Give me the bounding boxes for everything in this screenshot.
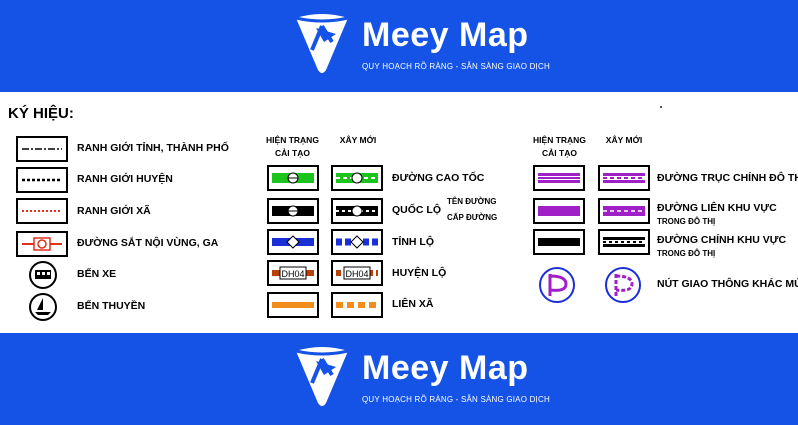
district-boundary-label: RANH GIỚI HUYỆN xyxy=(77,173,173,185)
bus-station-label: BẾN XE xyxy=(77,268,117,280)
brand-tagline: QUY HOẠCH RÕ RÀNG - SẴN SÀNG GIAO DỊCH xyxy=(362,62,550,71)
commune-boundary-symbol xyxy=(16,198,68,224)
commune-road-current-symbol xyxy=(267,292,319,318)
header-current-b-line2: CẢI TẠO xyxy=(542,148,577,158)
district-road-current-symbol: DH04 xyxy=(267,260,319,286)
district-road-new-code: DH04 xyxy=(345,269,368,279)
header-current-a-line1: HIỆN TRẠNG xyxy=(266,135,319,145)
railway-label: ĐƯỜNG SẮT NỘI VÙNG, GA xyxy=(77,237,219,249)
road-grade-note: CẤP ĐƯỜNG xyxy=(447,213,498,222)
provincial-road-new-symbol xyxy=(331,229,383,255)
brand-block: Meey Map QUY HOẠCH RÕ RÀNG - SẴN SÀNG GI… xyxy=(0,0,798,92)
province-boundary-label: RANH GIỚI TỈNH, THÀNH PHỐ xyxy=(77,142,229,154)
main-area-road-new-symbol xyxy=(598,229,650,255)
expressway-new-symbol xyxy=(331,165,383,191)
commune-boundary-label: RANH GIỚI XÃ xyxy=(77,205,151,217)
interchange-new-icon xyxy=(605,267,641,303)
inter-area-road-sub: TRONG ĐÔ THỊ xyxy=(657,217,716,226)
expressway-label: ĐƯỜNG CAO TỐC xyxy=(392,172,485,184)
brand-name: Meey Map xyxy=(362,16,529,54)
national-road-new-symbol xyxy=(331,198,383,224)
header-current-a: HIỆN TRẠNG CẢI TẠO xyxy=(265,134,320,160)
speck xyxy=(660,106,662,108)
header-current-b: HIỆN TRẠNG CẢI TẠO xyxy=(532,134,587,160)
boat-pier-label: BẾN THUYỀN xyxy=(77,300,146,312)
inter-area-road-current-symbol xyxy=(533,198,585,224)
header-current-a-line2: CẢI TẠO xyxy=(275,148,310,158)
header-current-b-line1: HIỆN TRẠNG xyxy=(533,135,586,145)
boat-pier-icon xyxy=(29,293,57,321)
brand-name-footer: Meey Map xyxy=(362,349,529,387)
provincial-road-current-symbol xyxy=(267,229,319,255)
brand-block-footer: Meey Map QUY HOẠCH RÕ RÀNG - SẴN SÀNG GI… xyxy=(0,333,798,425)
legend-title: KÝ HIỆU: xyxy=(8,105,74,122)
urban-main-axis-label: ĐƯỜNG TRỤC CHÍNH ĐÔ THỊ xyxy=(657,172,798,184)
header-new-a: XÂY MỚI xyxy=(339,135,377,145)
urban-main-axis-new-symbol xyxy=(598,165,650,191)
district-road-new-symbol: DH04 xyxy=(331,260,383,286)
district-road-label: HUYỆN LỘ xyxy=(392,267,447,279)
interchange-current-icon xyxy=(539,267,575,303)
main-area-road-label: ĐƯỜNG CHÍNH KHU VỰC xyxy=(657,234,787,246)
commune-road-new-symbol xyxy=(331,292,383,318)
commune-road-label: LIÊN XÃ xyxy=(392,298,434,310)
bus-station-icon xyxy=(29,261,57,289)
meey-logo-icon xyxy=(295,347,349,406)
inter-area-road-label: ĐƯỜNG LIÊN KHU VỰC xyxy=(657,202,777,214)
interchange-label: NÚT GIAO THÔNG KHÁC MỨC xyxy=(657,278,798,290)
expressway-current-symbol xyxy=(267,165,319,191)
district-road-current-code: DH04 xyxy=(281,269,304,279)
meey-logo-icon xyxy=(295,14,349,73)
legend-panel: KÝ HIỆU: RANH GIỚI TỈNH, THÀNH PHỐ RANH … xyxy=(0,92,798,333)
road-name-note: TÊN ĐƯỜNG xyxy=(447,197,497,206)
main-area-road-sub: TRONG ĐÔ THỊ xyxy=(657,249,716,258)
national-road-label: QUỐC LỘ xyxy=(392,204,441,216)
footer-banner: Meey Map QUY HOẠCH RÕ RÀNG - SẴN SÀNG GI… xyxy=(0,333,798,425)
province-boundary-symbol xyxy=(16,136,68,162)
national-road-current-symbol xyxy=(267,198,319,224)
header-banner: Meey Map QUY HOẠCH RÕ RÀNG - SẴN SÀNG GI… xyxy=(0,0,798,92)
header-new-b: XÂY MỚI xyxy=(605,135,643,145)
district-boundary-symbol xyxy=(16,167,68,193)
inter-area-road-new-symbol xyxy=(598,198,650,224)
railway-station-symbol xyxy=(16,231,68,257)
brand-tagline-footer: QUY HOẠCH RÕ RÀNG - SẴN SÀNG GIAO DỊCH xyxy=(362,395,550,404)
provincial-road-label: TỈNH LỘ xyxy=(392,236,434,248)
urban-main-axis-current-symbol xyxy=(533,165,585,191)
main-area-road-current-symbol xyxy=(533,229,585,255)
